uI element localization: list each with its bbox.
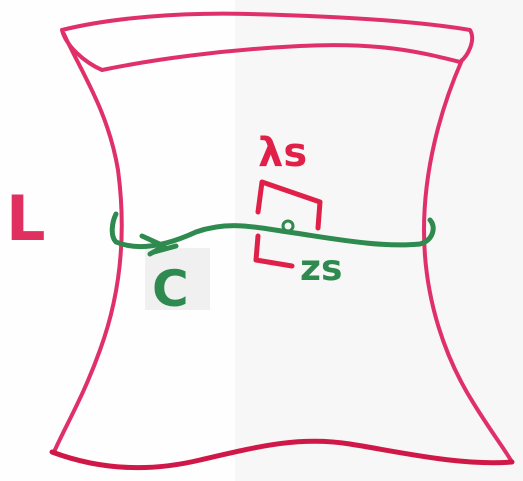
label-L: L [6, 182, 46, 255]
label-lambda-s: λs [258, 130, 307, 176]
paper-shade [235, 0, 523, 481]
label-C: C [152, 260, 189, 318]
label-z-s: zs [300, 248, 342, 289]
surface-left-side [54, 34, 122, 452]
